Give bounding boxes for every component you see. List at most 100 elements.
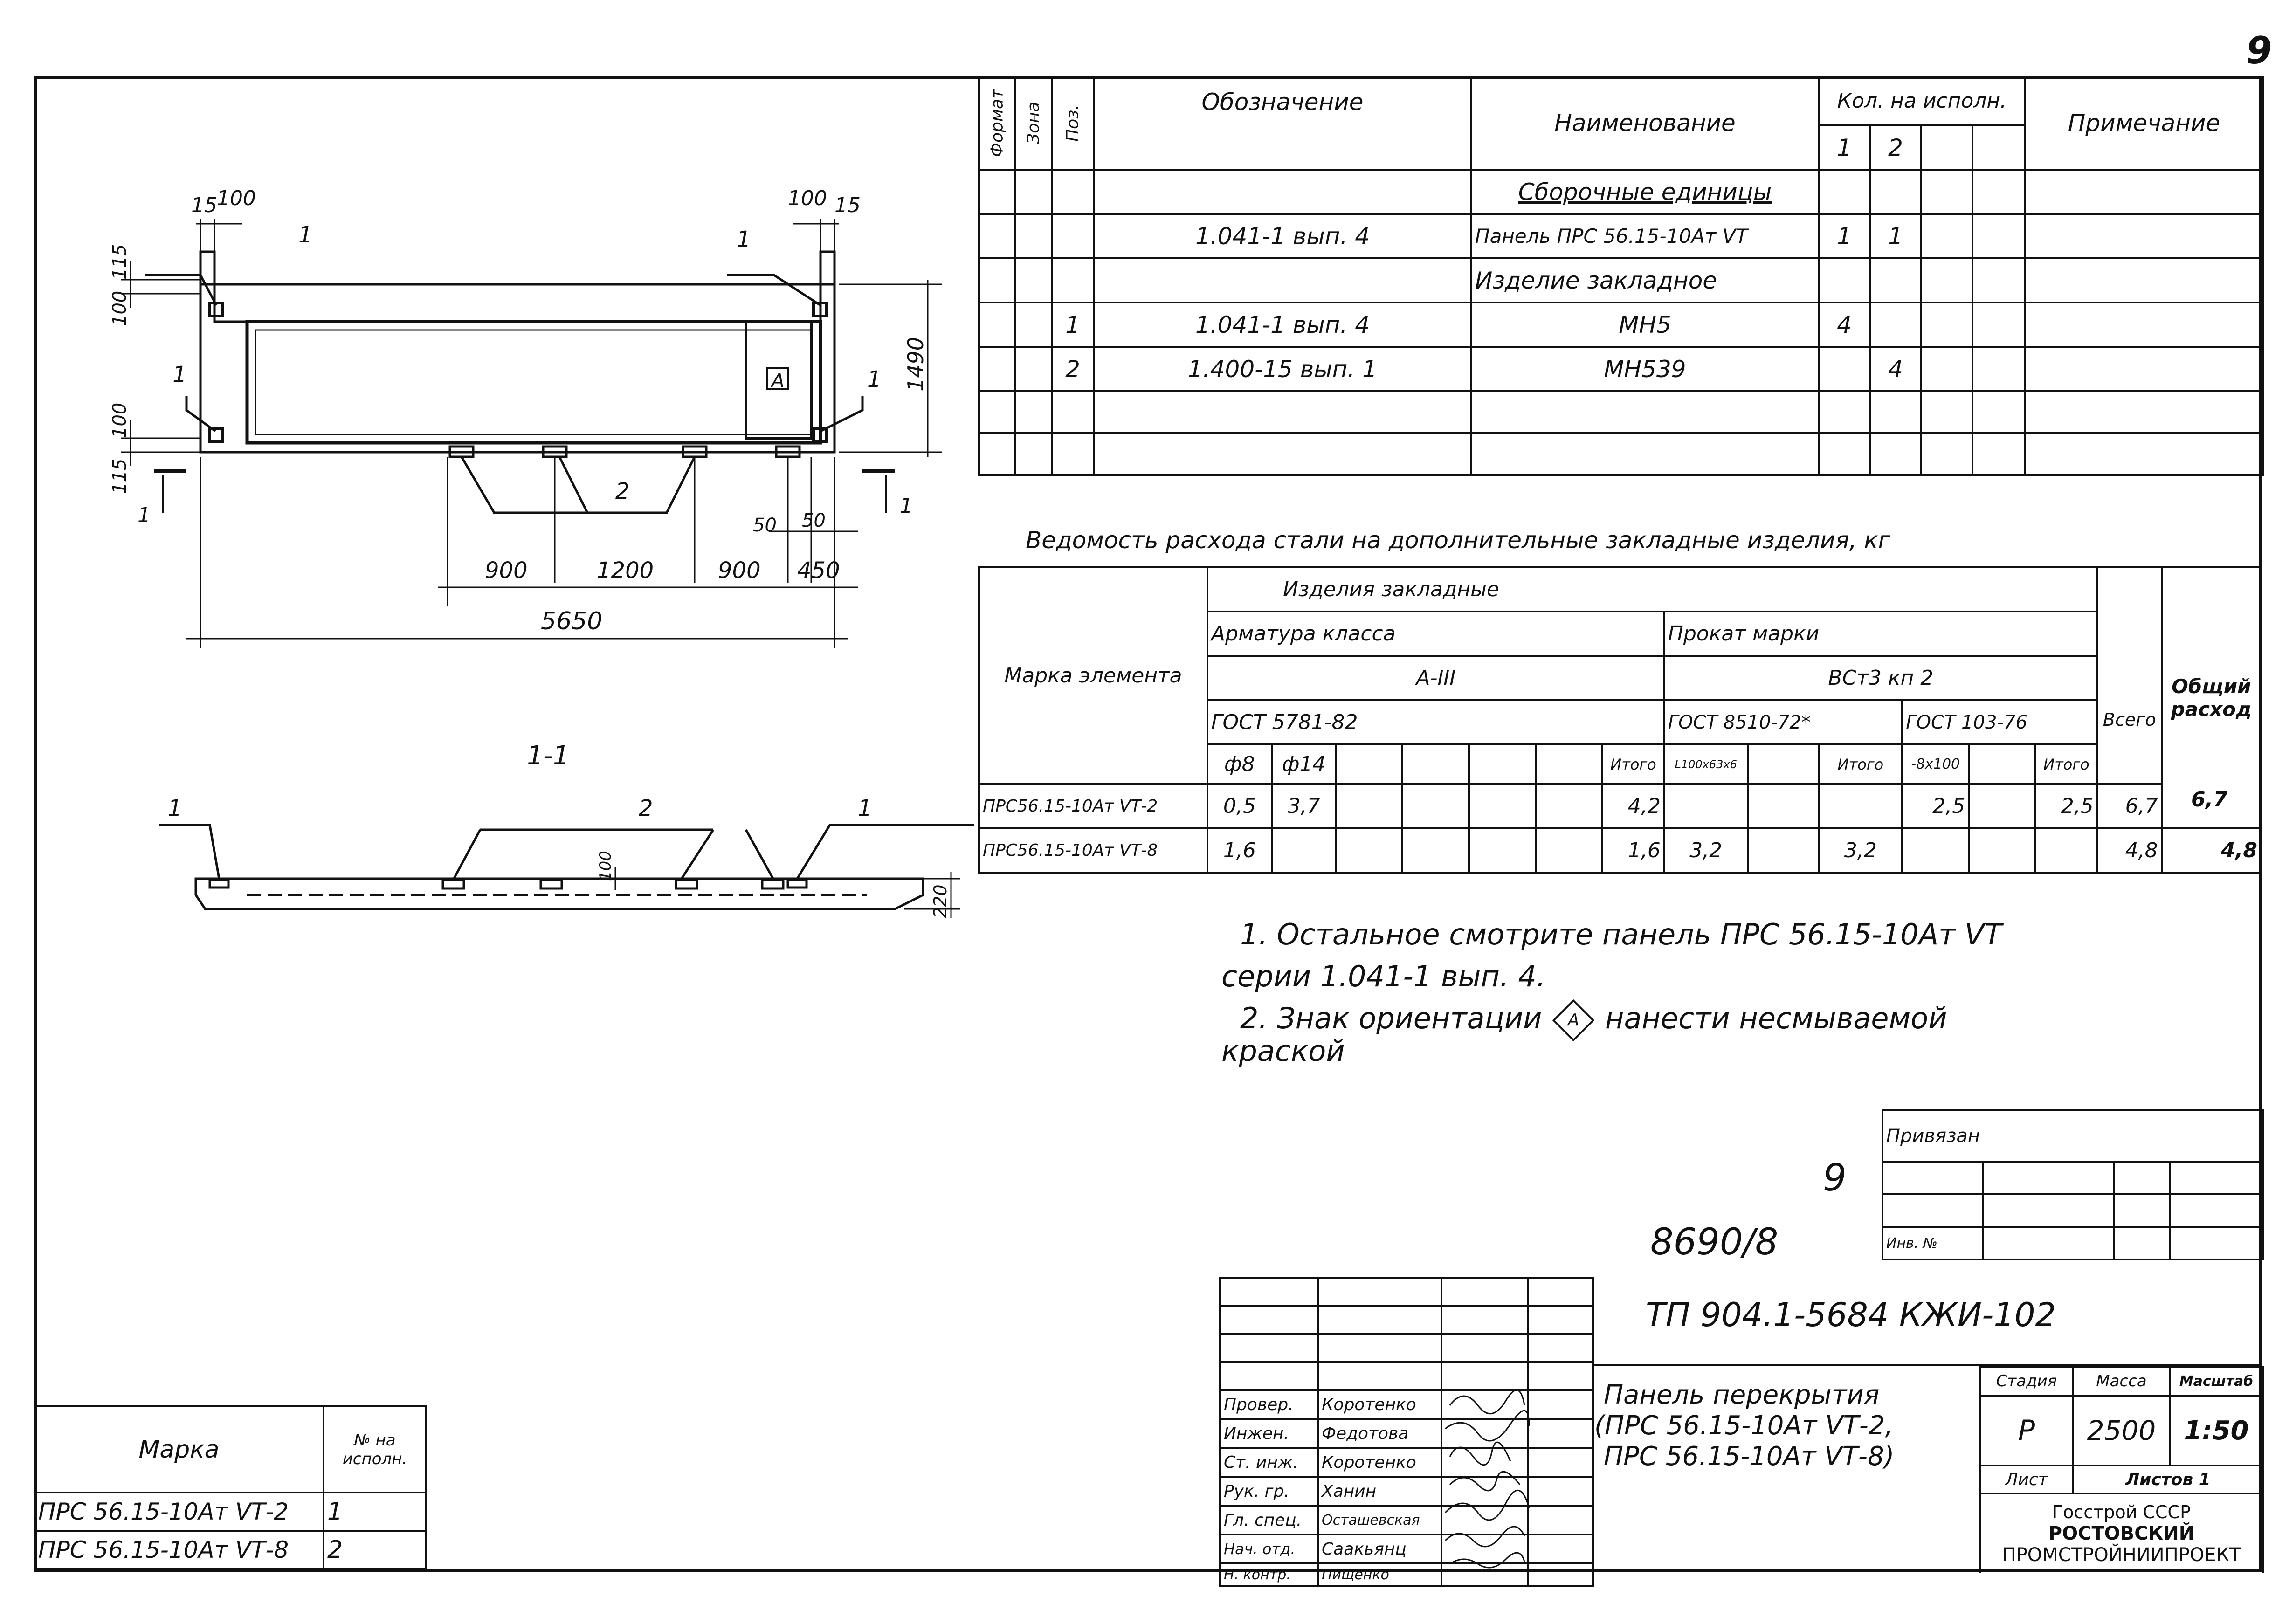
embedded-part xyxy=(208,427,224,443)
section-drawing: 1-1 1 2 1 100 220 xyxy=(159,741,974,918)
callout-1: 1 xyxy=(737,227,751,253)
table-row: ПРС 56.15-10Ат VТ-2 1 xyxy=(34,1492,427,1532)
callout-2: 2 xyxy=(615,478,630,504)
opening-large xyxy=(245,320,822,445)
col-qty-1: 1 xyxy=(1818,124,1871,171)
sheets-label: Листов 1 xyxy=(2072,1465,2264,1494)
table-row xyxy=(978,390,2264,434)
stage-label: Стадия xyxy=(1979,1366,2074,1397)
document-code: ТП 904.1-5684 КЖИ-102 xyxy=(1646,1296,2056,1334)
col-note: Примечание xyxy=(2024,76,2264,171)
scale-label: Масштаб xyxy=(2169,1366,2264,1397)
dim-chain-1200: 1200 xyxy=(597,557,654,584)
dim-small-a: 50 xyxy=(753,515,777,536)
steel-table: Марка элемента Изделия закладные Общий р… xyxy=(978,566,2262,874)
table-row: ПРС56.15-10Ат VТ-2 0,5 3,7 4,2 2,5 2,5 6… xyxy=(978,783,2261,829)
signature-row: Провер.Коротенко xyxy=(1219,1389,1594,1420)
signature-grid: Провер.Коротенко Инжен.Федотова Ст. инж.… xyxy=(1219,1277,1594,1587)
hand-note-ref: 8690/8 xyxy=(1650,1221,1779,1263)
orientation-mark: A xyxy=(770,370,784,392)
signature-row: Ст. инж.Коротенко xyxy=(1219,1447,1594,1478)
note-2-cont: краской xyxy=(1221,1034,1345,1068)
embedded-part xyxy=(812,302,828,317)
col-angle: L100x63x6 xyxy=(1663,743,1749,785)
steel-table-title: Ведомость расхода стали на дополнительны… xyxy=(1026,527,1890,554)
dim-left-lower-b: 100 xyxy=(109,403,131,438)
col-no: № на исполн. xyxy=(323,1405,427,1493)
panel-outline xyxy=(199,283,836,454)
dim-small-b: 50 xyxy=(802,510,826,531)
note-1: 1. Остальное смотрите панель ПРС 56.15-1… xyxy=(1240,917,2002,951)
stage-mass-scale: Стадия Масса Масштаб Р 2500 1:50 Лист Ли… xyxy=(1979,1366,2264,1573)
col-rebar-class: А-III xyxy=(1206,655,1665,701)
table-row: Изделие закладное xyxy=(978,257,2264,303)
table-row xyxy=(978,432,2264,476)
table-row: ПРС56.15-10Ат VТ-8 1,6 1,6 3,2 3,2 4,8 4… xyxy=(978,827,2262,874)
col-itogo-3: Итого xyxy=(2034,743,2098,785)
dim-chain-450: 450 xyxy=(797,557,840,584)
dim-left-lower-a: 115 xyxy=(109,459,131,494)
mark-table: Марка № на исполн. ПРС 56.15-10Ат VТ-2 1… xyxy=(34,1405,427,1570)
dim-top-right-a: 100 xyxy=(788,186,827,210)
dim-top-right-b: 15 xyxy=(834,193,861,217)
dim-left-upper-a: 100 xyxy=(109,291,131,326)
section-heading: Сборочные единицы xyxy=(1470,169,1820,215)
dim-left-upper-b: 115 xyxy=(109,244,131,280)
col-d14: ф14 xyxy=(1270,743,1337,785)
orientation-mark-icon: А xyxy=(1552,999,1595,1042)
section-callout-1b: 1 xyxy=(858,795,872,821)
col-itogo-2: Итого xyxy=(1818,743,1903,785)
organization: Госстрой СССР РОСТОВСКИЙ ПРОМСТРОЙНИИПРО… xyxy=(1979,1493,2264,1573)
spec-table: Формат Зона Поз. Обозначение Наименовани… xyxy=(978,76,2264,476)
section-dim-100: 100 xyxy=(596,851,615,881)
col-d8: ф8 xyxy=(1206,743,1273,785)
col-itogo-1: Итого xyxy=(1601,743,1665,785)
col-total: Всего xyxy=(2096,656,2163,785)
col-strip: -8x100 xyxy=(1901,743,1970,785)
col-qty: Кол. на исполн. xyxy=(1817,76,2027,126)
section-outline xyxy=(194,877,924,910)
callout-1: 1 xyxy=(172,362,187,388)
dim-chain-900: 900 xyxy=(485,557,528,584)
embedded-part xyxy=(812,427,828,443)
col-pos: Поз. xyxy=(1052,76,1094,170)
dim-height: 1490 xyxy=(903,337,928,392)
title-description-box xyxy=(1592,1366,1979,1572)
col-designation: Обозначение xyxy=(1093,76,1472,171)
col-gost1: ГОСТ 8510-72* xyxy=(1663,699,1903,745)
note-2: 2. Знак ориентации А нанести несмываемой xyxy=(1231,998,2002,1042)
col-zone: Зона xyxy=(1015,76,1052,170)
section-callout-2: 2 xyxy=(639,795,653,821)
notes: 1. Остальное смотрите панель ПРС 56.15-1… xyxy=(1221,914,2002,1066)
signature-row: Гл. спец.Осташевская xyxy=(1219,1505,1594,1535)
col-mark: Марка элемента xyxy=(978,566,1208,785)
opening-small xyxy=(745,320,813,440)
col-overall: Общий расход xyxy=(2160,566,2262,829)
cut-mark-left: 1 xyxy=(138,503,151,527)
title-description: Панель перекрытия (ПРС 56.15-10Ат VТ-2, … xyxy=(1594,1380,1895,1472)
inv-label: Инв. № xyxy=(1882,1226,1984,1260)
hand-note-nine: 9 xyxy=(1823,1156,1847,1199)
signature-row: Рук. гр.Ханин xyxy=(1219,1476,1594,1507)
signature-row: Нач. отд.Саакьянц xyxy=(1219,1534,1594,1564)
signature-row: Инжен.Федотова xyxy=(1219,1418,1594,1449)
col-items: Изделия закладные xyxy=(1206,566,2098,612)
callout-1: 1 xyxy=(298,222,313,248)
mass-label: Масса xyxy=(2072,1366,2171,1397)
title-code-box xyxy=(1592,1277,2262,1366)
col-format: Формат xyxy=(979,76,1015,170)
overall-row-1: 6,7 xyxy=(2191,788,2227,812)
plan-drawing: 15 100 100 15 1 1 1 1 2 100 115 115 100 … xyxy=(109,186,942,648)
callout-1: 1 xyxy=(867,366,882,392)
dim-top-left-b: 100 xyxy=(217,186,256,210)
table-row: ПРС 56.15-10Ат VТ-8 2 xyxy=(34,1530,427,1570)
col-rolled: Прокат марки xyxy=(1663,611,2098,657)
table-row: 1.041-1 вып. 4 Панель ПРС 56.15-10Ат VТ … xyxy=(978,213,2264,259)
stage-value: Р xyxy=(1979,1395,2074,1466)
section-callout-1: 1 xyxy=(168,795,182,821)
cut-mark-right: 1 xyxy=(900,494,913,518)
scale-value: 1:50 xyxy=(2169,1395,2264,1466)
section-title: 1-1 xyxy=(527,741,569,771)
col-rebar-gost: ГОСТ 5781-82 xyxy=(1206,699,1665,745)
